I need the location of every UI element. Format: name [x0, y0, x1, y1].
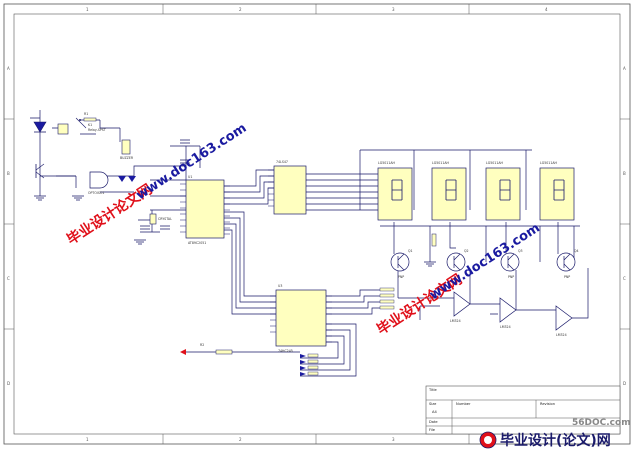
ruler-top-2: 2: [239, 7, 242, 12]
resistor-r1-ref: R1: [84, 112, 88, 116]
display-3: LG5011AH: [485, 161, 521, 221]
transistor-q3-type: PNP: [508, 275, 514, 279]
opamp-3-part: LM324: [556, 333, 567, 337]
ruler-right-B: B: [623, 171, 626, 176]
optocoupler-label: OPTOISO1: [88, 191, 104, 195]
relay-k1: K1 Relay-SPST: [33, 117, 106, 135]
relay-k1-ref: K1: [88, 123, 92, 127]
transistor-q3-ref: Q3: [518, 249, 523, 253]
resistor-r2: R2: [180, 343, 233, 355]
watermark-bottom-url-group: www.doc163.com: [427, 221, 543, 303]
title-block: Title Size A4 Number Revision Date File: [425, 385, 621, 435]
display-3-part: LG5011AH: [486, 161, 504, 165]
resistor-array: [379, 287, 395, 310]
display-4-part: LG5011AH: [540, 161, 558, 165]
transistor-q3: Q3 PNP: [500, 249, 523, 279]
display-1: LG5011AH: [377, 161, 413, 221]
ruler-left-D: D: [7, 381, 10, 386]
led-array: [300, 353, 319, 376]
opamp-3: LM324: [555, 305, 573, 337]
display-2-part: LG5011AH: [432, 161, 450, 165]
transistor-q4: Q4 PNP: [556, 249, 579, 279]
crystal-y1: CRYSTAL: [149, 213, 172, 225]
resistor-r1: R1: [83, 112, 97, 122]
transistor-q1-ref: Q1: [408, 249, 413, 253]
ruler-bottom-3: 3: [392, 437, 395, 442]
ruler-left-A: A: [7, 66, 10, 71]
relay-transistor: [35, 163, 45, 179]
mcu-part: AT89C2051: [188, 241, 206, 245]
capacitors: [140, 139, 190, 230]
ground-symbols: [34, 195, 436, 267]
mcu-u1: U1 AT89C2051: [180, 175, 230, 245]
decoder-u2: 74LS47: [268, 160, 307, 215]
mcu-ref: U1: [188, 175, 192, 179]
revision-label: Revision: [540, 402, 555, 406]
crystal-label: CRYSTAL: [158, 217, 172, 221]
buzzer-connector: BUZZER: [120, 139, 134, 160]
transistor-q2-ref: Q2: [464, 249, 469, 253]
transistor-q4-ref: Q4: [574, 249, 579, 253]
ruler-right-D: D: [623, 381, 626, 386]
opamp-2: LM324: [499, 297, 517, 329]
footer-logo: 毕业设计(论文)网: [479, 431, 611, 449]
display-4: LG5011AH: [539, 161, 575, 221]
watermark-site: 56DOC.com: [572, 418, 631, 428]
date-label: Date: [429, 420, 438, 424]
ruler-ticks: [4, 4, 630, 444]
buzzer-label: BUZZER: [120, 156, 134, 160]
transistor-q1-type: PNP: [398, 275, 404, 279]
display-1-part: LG5011AH: [378, 161, 396, 165]
file-label: File: [429, 428, 436, 432]
ruler-right-A: A: [623, 66, 626, 71]
footer-text: 毕业设计(论文)网: [500, 432, 611, 449]
decoder-part: 74LS47: [276, 160, 288, 164]
size-label: Size: [429, 402, 437, 406]
transistor-q2: Q2: [446, 249, 469, 272]
resistor-r-q2: [431, 233, 437, 247]
ruler-top-1: 1: [86, 7, 89, 12]
opamp-2-part: LM324: [500, 325, 511, 329]
display-2: LG5011AH: [431, 161, 467, 221]
resistor-r2-ref: R2: [200, 343, 204, 347]
ruler-left-B: B: [7, 171, 10, 176]
title-label: Title: [428, 388, 437, 392]
ruler-top-3: 3: [392, 7, 395, 12]
ruler-bottom-2: 2: [239, 437, 242, 442]
driver-ref: U3: [278, 284, 282, 288]
optocoupler: OPTOISO1: [88, 171, 136, 195]
watermark-bottom-url: www.doc163.com: [427, 221, 543, 303]
ruler-right-C: C: [623, 276, 626, 281]
ruler-left-C: C: [7, 276, 10, 281]
wires: [30, 110, 589, 377]
transistor-q4-type: PNP: [564, 275, 570, 279]
opamp-1-part: LM324: [450, 319, 461, 323]
relay-k1-type: Relay-SPST: [88, 128, 106, 132]
number-label: Number: [456, 402, 471, 406]
driver-part: 74HC245: [278, 349, 293, 353]
driver-u3: 74HC245 U3: [270, 284, 332, 353]
ruler-bottom-4: 4: [545, 437, 548, 442]
ruler-bottom-1: 1: [86, 437, 89, 442]
opamp-1: LM324: [450, 291, 471, 323]
ruler-top-4: 4: [545, 7, 548, 12]
transistor-q1: Q1 PNP: [390, 249, 413, 279]
size-value: A4: [432, 410, 437, 414]
